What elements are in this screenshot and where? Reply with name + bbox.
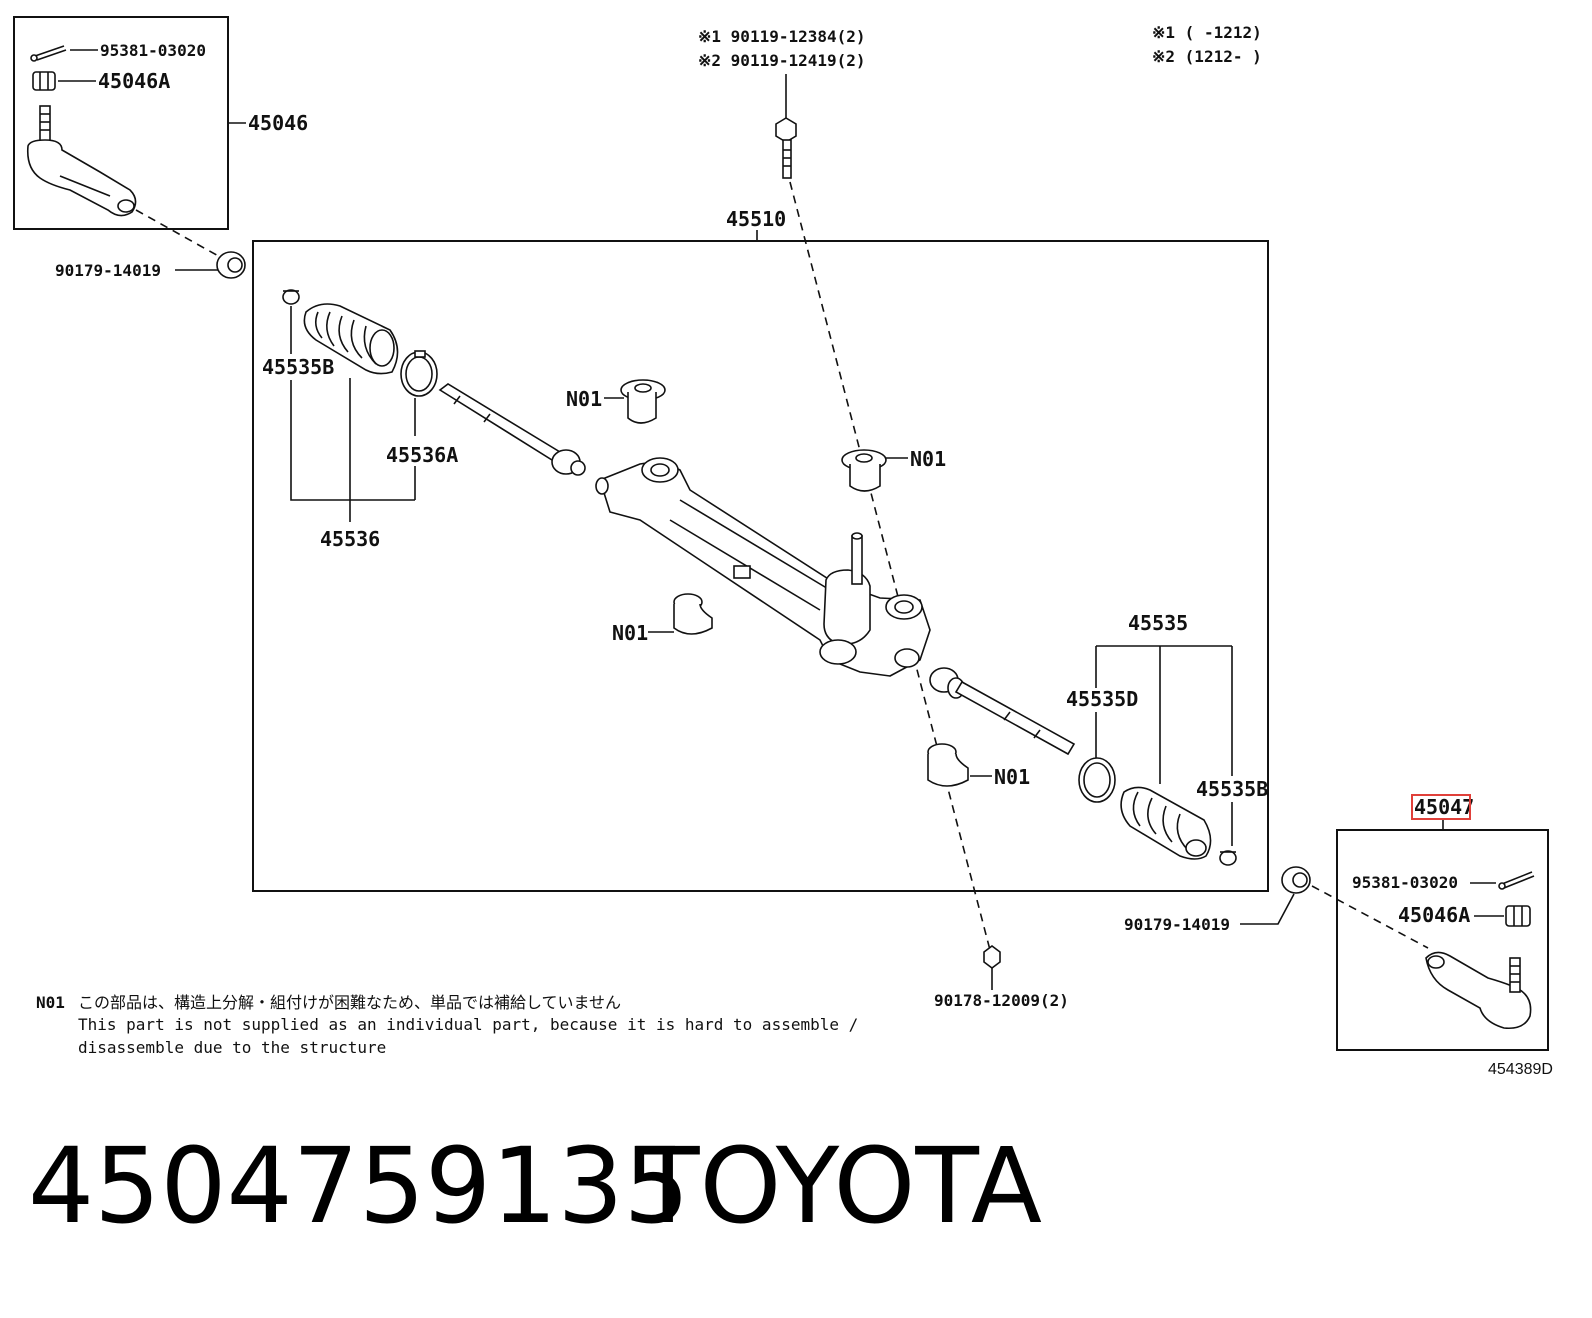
- bolt-bottom-icon: [983, 945, 1001, 969]
- bolt-top-icon: [775, 117, 797, 179]
- clamp-right-icon: [1078, 757, 1116, 803]
- label-tie-rod-end-left[interactable]: 45046: [248, 111, 308, 135]
- castle-nut-right-icon: [1505, 905, 1531, 927]
- label-rack-assy[interactable]: 45510: [726, 207, 786, 231]
- label-bolt-1[interactable]: ※1 90119-12384(2): [698, 27, 866, 46]
- label-clip-right[interactable]: 45535B: [1196, 777, 1268, 801]
- bushing-3-icon: [673, 593, 713, 635]
- label-nut-top[interactable]: 45046A: [98, 69, 170, 93]
- label-clamp-right[interactable]: 45535D: [1066, 687, 1138, 711]
- diagram-ref: 454389D: [1488, 1061, 1553, 1078]
- cotter-pin-right-icon: [1498, 871, 1535, 890]
- label-cotter-pin-top[interactable]: 95381-03020: [100, 41, 206, 60]
- label-cotter-pin-right[interactable]: 95381-03020: [1352, 873, 1458, 892]
- bushing-1-icon: [620, 379, 666, 424]
- label-boot-set-right[interactable]: 45535: [1128, 611, 1188, 635]
- date-note-2: ※2 (1212- ): [1152, 47, 1262, 66]
- tie-rod-right-icon: [929, 667, 1076, 756]
- label-bushing-2[interactable]: N01: [910, 447, 946, 471]
- tie-rod-end-left-icon: [26, 105, 137, 217]
- main-assembly-box: [252, 240, 1269, 892]
- bushing-4-icon: [927, 743, 969, 787]
- highlight-box: [1411, 794, 1471, 820]
- lock-nut-left-icon: [216, 251, 246, 279]
- label-nut-left[interactable]: 90179-14019: [55, 261, 161, 280]
- label-nut-right-box[interactable]: 45046A: [1398, 903, 1470, 927]
- date-note-1: ※1 ( -1212): [1152, 23, 1262, 42]
- footnote-en-2: disassemble due to the structure: [78, 1038, 386, 1057]
- cotter-pin-icon: [30, 45, 67, 62]
- boot-right-icon: [1120, 786, 1212, 860]
- caption-brand: TOYOTA: [635, 1125, 1042, 1247]
- tie-rod-left-icon: [438, 383, 586, 476]
- label-bushing-4[interactable]: N01: [994, 765, 1030, 789]
- label-clamp-left[interactable]: 45536A: [386, 443, 458, 467]
- caption-part-number: 4504759135: [28, 1125, 690, 1247]
- label-clip-left[interactable]: 45535B: [262, 355, 334, 379]
- tie-rod-end-right-icon: [1425, 951, 1532, 1030]
- inset-box-right: [1336, 829, 1549, 1051]
- label-bushing-1[interactable]: N01: [566, 387, 602, 411]
- lock-nut-right-icon: [1281, 866, 1311, 894]
- footnote-code: N01: [36, 993, 65, 1012]
- label-boot-set-left[interactable]: 45536: [320, 527, 380, 551]
- clip-left-icon: [282, 289, 300, 305]
- label-bolt-bottom[interactable]: 90178-12009(2): [934, 991, 1069, 1010]
- boot-left-icon: [303, 303, 399, 375]
- clip-right-icon: [1219, 850, 1237, 866]
- steering-rack-housing-icon: [595, 457, 931, 677]
- footnote-en-1: This part is not supplied as an individu…: [78, 1015, 858, 1034]
- clamp-left-icon: [400, 350, 438, 397]
- label-bolt-2[interactable]: ※2 90119-12419(2): [698, 51, 866, 70]
- label-tie-rod-end-right[interactable]: 45047: [1414, 795, 1474, 819]
- bushing-2-icon: [841, 449, 887, 492]
- label-nut-right[interactable]: 90179-14019: [1124, 915, 1230, 934]
- castle-nut-icon: [32, 71, 56, 91]
- footnote-jp: この部品は、構造上分解・組付けが困難なため、単品では補給していません: [78, 993, 621, 1012]
- label-bushing-3[interactable]: N01: [612, 621, 648, 645]
